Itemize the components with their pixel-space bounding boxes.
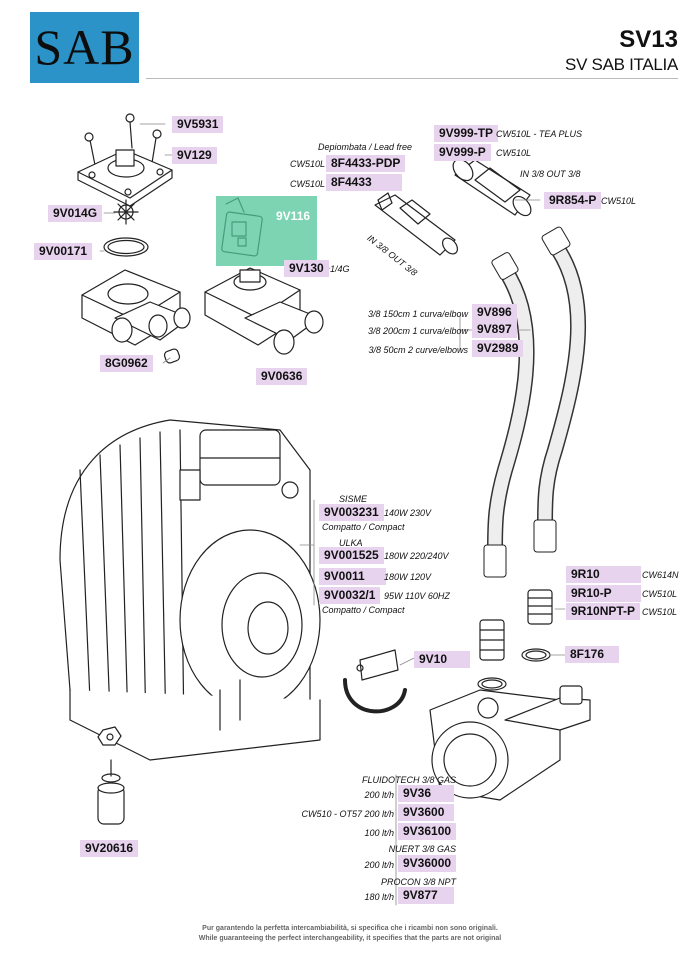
part-label-9V0032-1[interactable]: 9V0032/1 [319, 587, 381, 604]
note-sisme: SISME [339, 494, 368, 504]
note-cw510-ot57: CW510 - OT57 200 lt/h [301, 809, 394, 819]
part-label-9V10[interactable]: 9V10 [414, 651, 470, 668]
part-label-9V897[interactable]: 9V897 [472, 321, 517, 338]
motor-clamp [343, 649, 407, 714]
braided-hoses [483, 226, 587, 578]
note-cw510l: CW510L [601, 196, 637, 206]
part-label-8F4433-PDP[interactable]: 8F4433-PDP [326, 155, 406, 172]
part-label-9V999-P[interactable]: 9V999-P [434, 144, 491, 161]
note-100lth: 100 lt/h [364, 828, 394, 838]
o-ring [103, 237, 149, 257]
part-label-9V20616[interactable]: 9V20616 [80, 840, 139, 857]
lead-free-fitting [374, 192, 458, 256]
note-1-4g: 1/4G [330, 264, 350, 274]
pump-body-right [204, 267, 324, 355]
note-cw510l: CW510L [642, 589, 678, 599]
model-title: SV13 [619, 26, 678, 53]
note-cw510l: CW510L [642, 607, 678, 617]
hose-fittings [477, 589, 553, 691]
footer-disclaimer-it: Pur garantendo la perfetta intercambiabi… [202, 925, 498, 932]
part-label-9V36100[interactable]: 9V36100 [398, 823, 457, 840]
note-200lth: 200 lt/h [364, 860, 394, 870]
part-label-8F176[interactable]: 8F176 [565, 646, 619, 663]
note-compact: Compatto / Compact [322, 522, 405, 532]
note-180w-120: 180W 120V [384, 572, 432, 582]
brand-subtitle: SV SAB ITALIA [565, 55, 678, 74]
part-label-8F4433[interactable]: 8F4433 [326, 174, 402, 191]
note-cw510l: CW510L [290, 159, 326, 169]
note-140w: 140W 230V [384, 508, 432, 518]
part-label-9V3600[interactable]: 9V3600 [398, 804, 454, 821]
part-label-9R10[interactable]: 9R10 [566, 566, 641, 583]
note-hose-50: 3/8 50cm 2 curve/elbows [368, 345, 468, 355]
part-label-9V2989[interactable]: 9V2989 [472, 340, 524, 357]
part-label-9V36[interactable]: 9V36 [398, 785, 454, 802]
part-label-9V129[interactable]: 9V129 [172, 147, 217, 164]
part-label-9V5931[interactable]: 9V5931 [172, 116, 224, 133]
sab-logo: SAB [30, 12, 139, 83]
check-fitting [452, 158, 532, 217]
part-label-9V0636[interactable]: 9V0636 [256, 368, 308, 385]
note-fluidotech: FLUIDOTECH 3/8 GAS [361, 775, 456, 785]
part-label-9V36000[interactable]: 9V36000 [398, 855, 457, 872]
part-label-9V130[interactable]: 9V130 [284, 260, 329, 277]
note-nuert: NUERT 3/8 GAS [388, 844, 456, 854]
note-180w-220: 180W 220/240V [384, 551, 449, 561]
part-label-9V003231[interactable]: 9V003231 [319, 504, 384, 521]
note-hose-200: 3/8 200cm 1 curva/elbow [367, 326, 468, 336]
note-lead-free: Depiombata / Lead free [318, 142, 413, 152]
note-hose-150: 3/8 150cm 1 curva/elbow [367, 309, 468, 319]
part-label-9V896[interactable]: 9V896 [472, 304, 517, 321]
part-label-9R10NPT-P[interactable]: 9R10NPT-P [566, 603, 641, 620]
note-procon: PROCON 3/8 NPT [380, 877, 456, 887]
part-label-9R10-P[interactable]: 9R10-P [566, 585, 641, 602]
part-label-9V999-TP[interactable]: 9V999-TP [434, 125, 499, 142]
footer-disclaimer-en: While guaranteeing the perfect interchan… [198, 935, 502, 942]
part-label-9V001525[interactable]: 9V001525 [319, 547, 384, 564]
note-95w: 95W 110V 60HZ [384, 591, 450, 601]
vibration-pump-head [429, 685, 591, 801]
note-ulka: ULKA [339, 538, 363, 548]
highlight-9V116 [216, 196, 317, 266]
note-200lth: 200 lt/h [364, 790, 394, 800]
note-cw614n: CW614N [642, 570, 679, 580]
header-divider [146, 78, 678, 79]
note-cw510l: CW510L [496, 148, 532, 158]
screw-set [84, 113, 162, 166]
part-label-9V014G[interactable]: 9V014G [48, 205, 103, 222]
part-label-8G0962[interactable]: 8G0962 [100, 355, 153, 372]
pump-cover [77, 149, 173, 207]
note-180lth: 180 lt/h [364, 892, 394, 902]
part-label-9V116[interactable]: 9V116 [276, 209, 311, 223]
pump-body-left [81, 269, 191, 346]
nozzle [163, 348, 181, 364]
note-compact: Compatto / Compact [322, 605, 405, 615]
rotor [113, 199, 139, 225]
part-label-9R854-P[interactable]: 9R854-P [544, 192, 602, 209]
note-in-out-3-8-b: IN 3/8 OUT 3/8 [520, 169, 581, 179]
note-tea-plus: CW510L - TEA PLUS [496, 129, 583, 139]
part-label-9V877[interactable]: 9V877 [398, 887, 454, 904]
part-label-9V0011[interactable]: 9V0011 [319, 568, 386, 585]
pump-motor [59, 419, 321, 761]
note-cw510l: CW510L [290, 179, 326, 189]
rubber-mount [97, 726, 125, 825]
part-label-9V00171[interactable]: 9V00171 [34, 243, 93, 260]
